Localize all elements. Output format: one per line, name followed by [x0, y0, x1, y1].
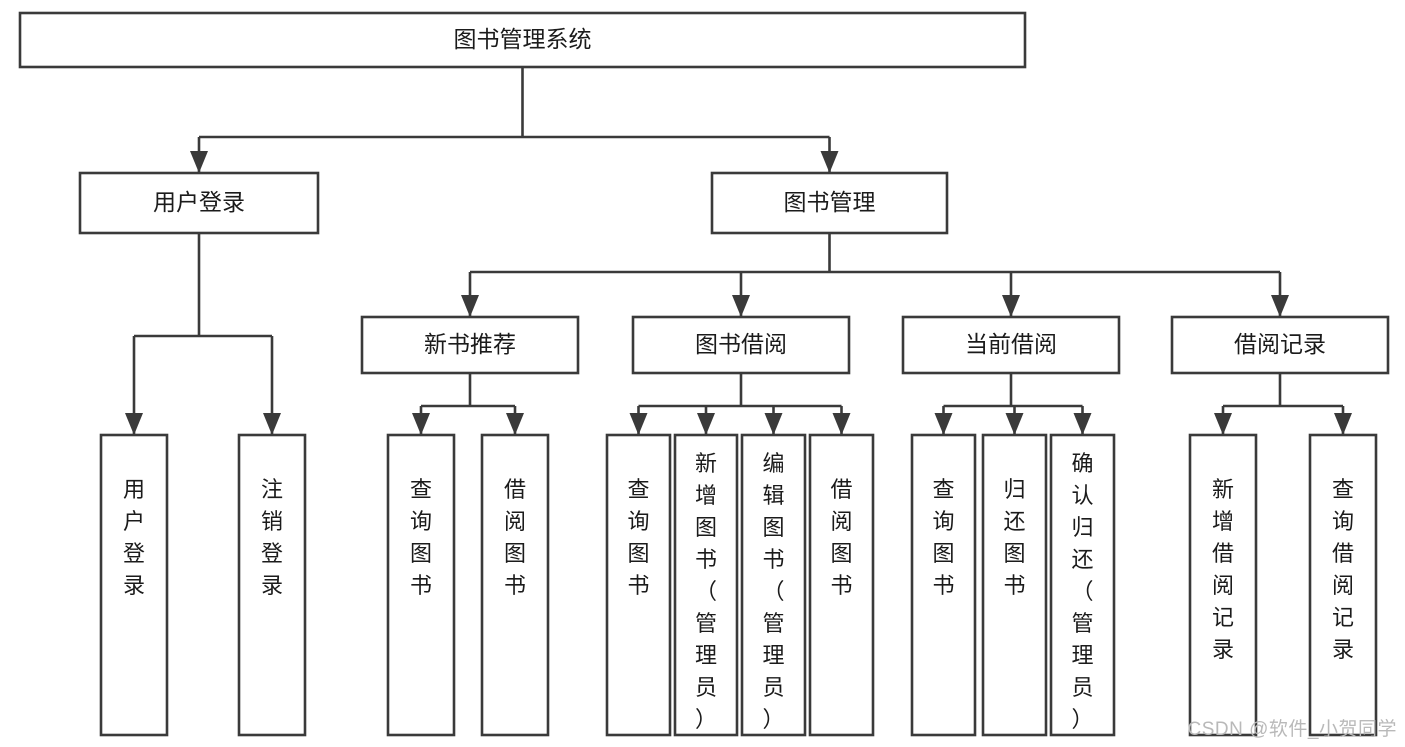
node-label-query-borrow-record: 查询借阅记录: [1332, 477, 1354, 662]
node-label-borrow-book-2: 借阅图书: [830, 477, 852, 598]
node-box-root: [18, 11, 1027, 69]
node-box-borrow-book-1: [480, 433, 550, 737]
node-query-book-3[interactable]: 查询图书: [910, 433, 977, 737]
node-label-user-login-do: 用户登录: [123, 477, 145, 598]
node-box-user-logout: [237, 433, 307, 737]
node-label-confirm-return-admin: 确认归还（管理员）: [1071, 451, 1093, 732]
node-box-add-borrow-record: [1188, 433, 1258, 737]
node-label-book-manage: 图书管理: [784, 189, 876, 215]
arrow-head-icon: [629, 413, 648, 435]
node-box-query-book-3: [910, 433, 977, 737]
node-box-query-borrow-record: [1308, 433, 1378, 737]
node-box-new-book-recommend: [360, 315, 580, 375]
node-box-borrow-record: [1170, 315, 1390, 375]
node-label-query-book-1: 查询图书: [410, 477, 432, 598]
node-borrow-book-1[interactable]: 借阅图书: [480, 433, 550, 737]
node-box-borrow-book-2: [808, 433, 875, 737]
arrow-head-icon: [506, 413, 524, 435]
node-book-borrow[interactable]: 图书借阅: [631, 315, 851, 375]
arrow-head-icon: [1214, 413, 1232, 435]
node-new-book-recommend[interactable]: 新书推荐: [360, 315, 580, 375]
node-label-edit-book-admin: 编辑图书（管理员）: [762, 451, 784, 732]
arrow-head-icon: [190, 151, 208, 173]
node-label-query-book-2: 查询图书: [627, 477, 649, 598]
node-current-borrow[interactable]: 当前借阅: [901, 315, 1121, 375]
node-query-book-1[interactable]: 查询图书: [386, 433, 456, 737]
arrow-head-icon: [1073, 413, 1092, 435]
node-book-manage[interactable]: 图书管理: [710, 171, 949, 235]
node-label-root: 图书管理系统: [454, 26, 592, 52]
node-borrow-book-2[interactable]: 借阅图书: [808, 433, 875, 737]
node-label-borrow-book-1: 借阅图书: [504, 477, 526, 598]
node-label-current-borrow: 当前借阅: [965, 331, 1057, 357]
node-label-add-book-admin: 新增图书（管理员）: [695, 451, 717, 732]
node-box-return-book: [981, 433, 1048, 737]
arrow-head-icon: [697, 413, 715, 435]
node-label-user-logout: 注销登录: [261, 477, 283, 598]
arrow-head-icon: [732, 295, 750, 317]
arrow-head-icon: [412, 413, 430, 435]
node-box-query-book-1: [386, 433, 456, 737]
node-box-book-manage: [710, 171, 949, 235]
node-query-book-2[interactable]: 查询图书: [605, 433, 672, 737]
arrow-head-icon: [461, 295, 479, 317]
node-return-book[interactable]: 归还图书: [981, 433, 1048, 737]
arrow-head-icon: [125, 413, 143, 435]
arrow-head-icon: [1002, 295, 1020, 317]
node-add-borrow-record[interactable]: 新增借阅记录: [1188, 433, 1258, 737]
arrow-head-icon: [1005, 413, 1024, 435]
node-confirm-return-admin[interactable]: 确认归还（管理员）: [1049, 433, 1116, 737]
node-box-confirm-return-admin: [1049, 433, 1116, 737]
node-box-query-book-2: [605, 433, 672, 737]
arrow-head-icon: [832, 413, 851, 435]
arrow-head-icon: [820, 151, 839, 173]
node-label-new-book-recommend: 新书推荐: [424, 331, 516, 357]
arrow-head-icon: [764, 413, 783, 435]
arrow-head-icon: [1334, 413, 1352, 435]
node-box-edit-book-admin: [740, 433, 807, 737]
node-label-book-borrow: 图书借阅: [695, 331, 787, 357]
node-box-add-book-admin: [673, 433, 739, 737]
node-borrow-record[interactable]: 借阅记录: [1170, 315, 1390, 375]
node-edit-book-admin[interactable]: 编辑图书（管理员）: [740, 433, 807, 737]
node-user-login-do[interactable]: 用户登录: [99, 433, 169, 737]
arrow-head-icon: [263, 413, 281, 435]
node-root[interactable]: 图书管理系统: [18, 11, 1027, 69]
arrow-head-icon: [1271, 295, 1289, 317]
arrow-head-icon: [934, 413, 953, 435]
node-label-borrow-record: 借阅记录: [1234, 331, 1326, 357]
node-user-logout[interactable]: 注销登录: [237, 433, 307, 737]
node-add-book-admin[interactable]: 新增图书（管理员）: [673, 433, 739, 737]
node-label-query-book-3: 查询图书: [932, 477, 954, 598]
node-user-login[interactable]: 用户登录: [78, 171, 320, 235]
node-query-borrow-record[interactable]: 查询借阅记录: [1308, 433, 1378, 737]
node-label-add-borrow-record: 新增借阅记录: [1212, 477, 1234, 662]
node-label-return-book: 归还图书: [1003, 477, 1025, 598]
node-box-user-login-do: [99, 433, 169, 737]
node-box-current-borrow: [901, 315, 1121, 375]
node-label-user-login: 用户登录: [153, 189, 245, 215]
